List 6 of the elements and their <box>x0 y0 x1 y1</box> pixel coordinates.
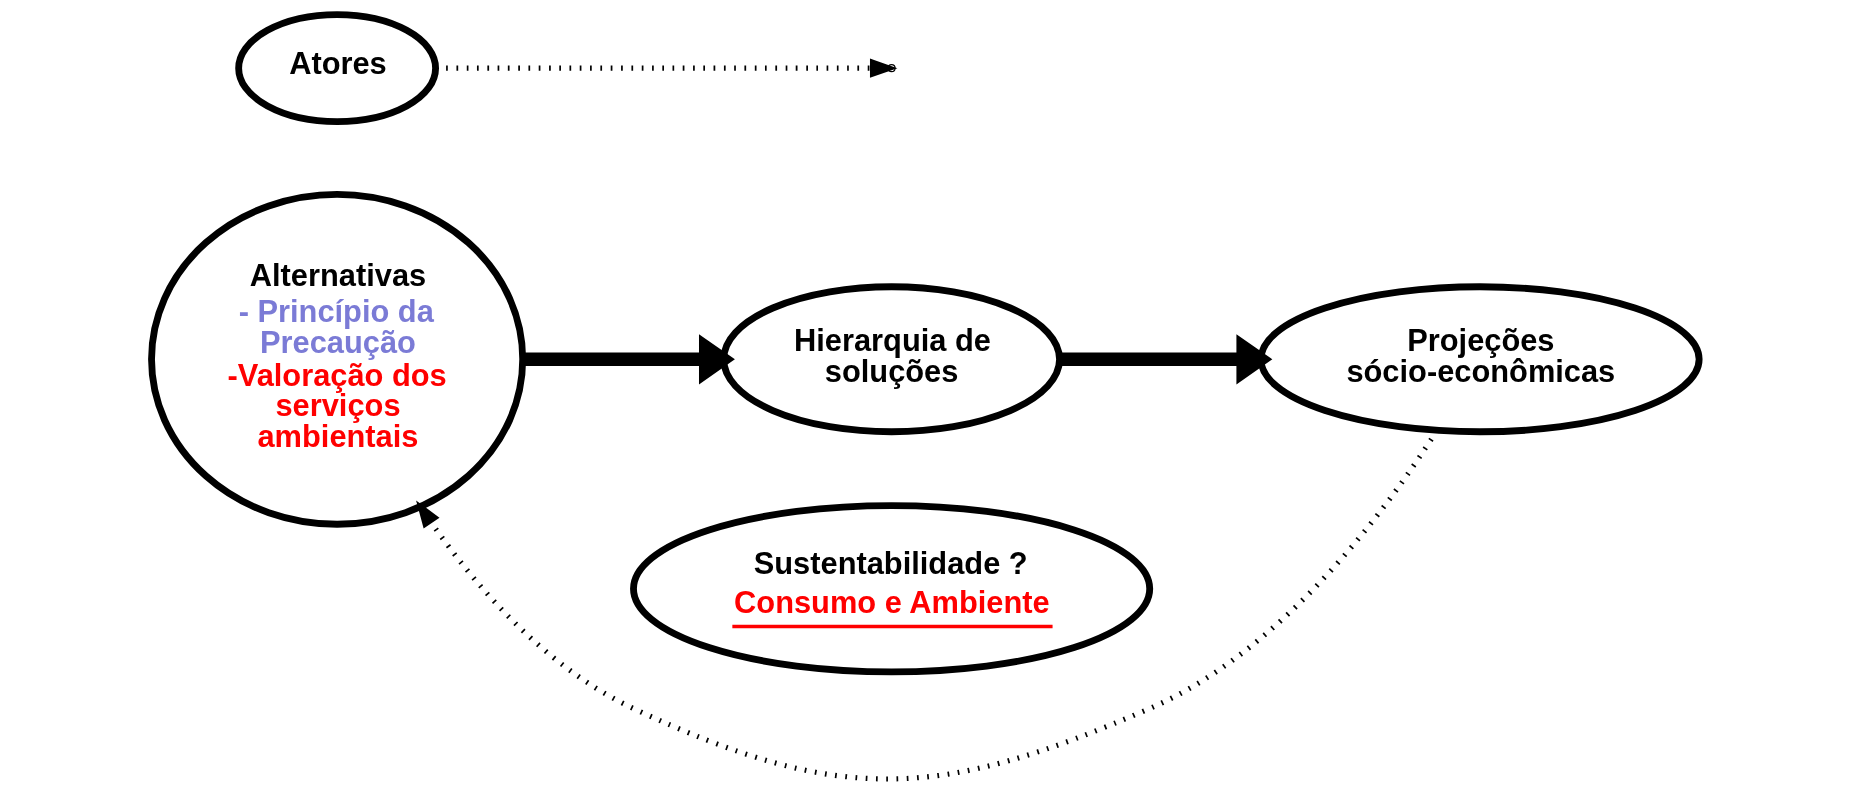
arrow <box>523 334 735 385</box>
node-ellipse: Hierarquia de soluções <box>720 283 1063 436</box>
arrow <box>1060 334 1273 385</box>
node-ellipse: Projeções sócio-econômicas <box>1257 283 1703 436</box>
node-ellipse: Atores <box>235 11 439 126</box>
node-ellipse: Sustentabilidade ? Consumo e Ambiente <box>630 502 1154 676</box>
